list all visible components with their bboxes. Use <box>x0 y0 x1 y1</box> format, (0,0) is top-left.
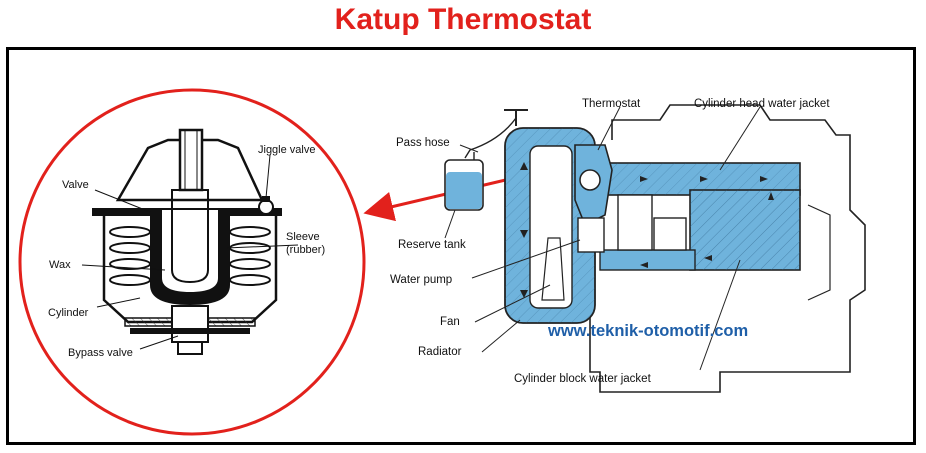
label-pass-hose: Pass hose <box>396 137 450 149</box>
website-watermark: www.teknik-otomotif.com <box>547 322 748 340</box>
label-radiator: Radiator <box>418 346 462 358</box>
thermostat-closeup: Jiggle valve Valve Sleeve (rubber) Wax C… <box>18 88 366 436</box>
label-rubber: (rubber) <box>286 244 325 256</box>
label-cylinder-head-water-jacket: Cylinder head water jacket <box>694 98 830 110</box>
label-thermostat: Thermostat <box>582 98 641 110</box>
page-title: Katup Thermostat <box>334 3 592 36</box>
label-bypass-valve: Bypass valve <box>68 347 133 359</box>
label-jiggle-valve: Jiggle valve <box>258 144 315 156</box>
label-fan: Fan <box>440 316 460 328</box>
cooling-system: Thermostat Cylinder head water jacket Pa… <box>390 98 866 393</box>
label-reserve-tank: Reserve tank <box>398 239 466 251</box>
label-wax: Wax <box>49 259 71 271</box>
label-water-pump: Water pump <box>390 274 452 286</box>
label-cylinder-block-water-jacket: Cylinder block water jacket <box>514 373 652 385</box>
label-valve: Valve <box>62 179 89 191</box>
label-sleeve: Sleeve <box>286 231 320 243</box>
label-cylinder: Cylinder <box>48 307 89 319</box>
